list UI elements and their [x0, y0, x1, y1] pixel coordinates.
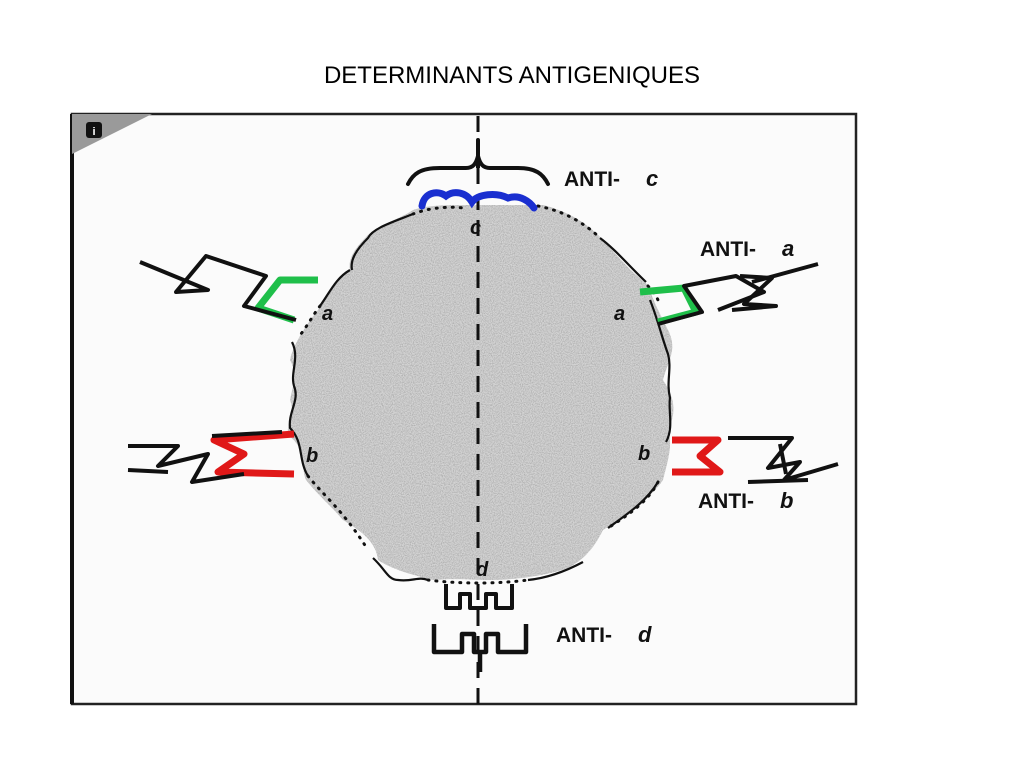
label-anti-b: ANTI- b: [698, 488, 793, 513]
determinant-d: [444, 584, 514, 610]
antibody-anti-a-right-tail: [731, 274, 778, 312]
label-anti-c-prefix: ANTI-: [564, 168, 620, 191]
site-label-a-right: a: [614, 303, 625, 325]
site-label-c: c: [470, 217, 481, 239]
site-label-b-right: b: [638, 443, 650, 465]
antigen-dotted-outline: [296, 204, 662, 585]
label-anti-d-prefix: ANTI-: [556, 624, 612, 647]
antibody-anti-b-left-base: [127, 468, 169, 474]
corner-badge-text: i: [92, 126, 95, 138]
antigen-diagram: i c a a b b d: [68, 110, 872, 710]
antibody-anti-b-right-inner: [778, 443, 788, 475]
site-label-a-left: a: [322, 303, 333, 325]
label-anti-a: ANTI- a: [700, 236, 794, 261]
label-anti-b-prefix: ANTI-: [698, 490, 754, 513]
label-anti-b-letter: b: [780, 488, 793, 513]
corner-badge: [86, 122, 102, 138]
label-anti-a-letter: a: [782, 236, 794, 261]
label-anti-d: ANTI- d: [556, 622, 652, 647]
slide-title: DETERMINANTS ANTIGENIQUES: [323, 62, 701, 89]
site-label-d: d: [476, 559, 489, 581]
antibody-anti-b-left: [128, 430, 283, 484]
determinant-c: [418, 189, 538, 212]
antibody-anti-a-left: [139, 254, 297, 322]
determinant-b-right: [672, 436, 724, 476]
label-anti-c-letter: c: [646, 166, 658, 191]
label-anti-a-prefix: ANTI-: [700, 238, 756, 261]
antigen-diagram-svg: i c a a b b d: [70, 112, 858, 706]
label-anti-c: ANTI- c: [564, 166, 658, 191]
site-label-b-left: b: [306, 445, 318, 467]
label-anti-d-letter: d: [638, 622, 652, 647]
